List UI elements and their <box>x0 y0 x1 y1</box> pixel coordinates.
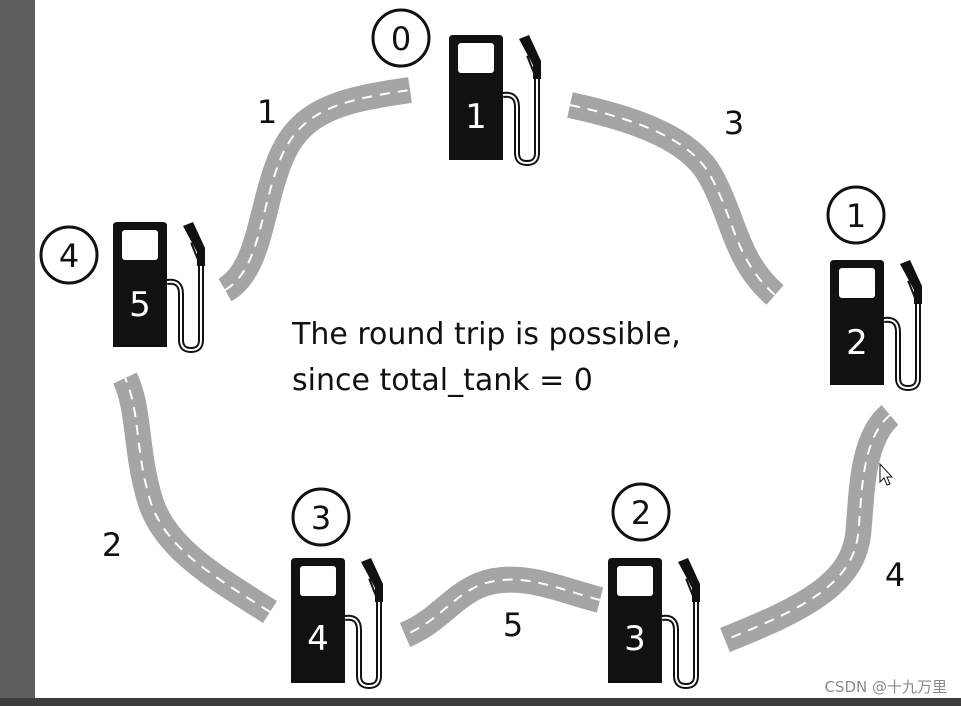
road-cost-label-4-to-0: 1 <box>257 93 277 131</box>
station-gas-label: 4 <box>307 619 329 659</box>
station-index-label: 1 <box>846 197 866 235</box>
station-index-circle <box>826 185 886 245</box>
caption-line-1: The round trip is possible, <box>292 317 681 352</box>
road-4-to-0 <box>217 77 412 302</box>
station-4: 4 5 <box>39 222 205 350</box>
road-cost-label-1-to-2: 4 <box>885 556 905 594</box>
mouse-cursor-icon <box>879 462 894 486</box>
watermark: CSDN @十九万里 <box>824 678 947 696</box>
gas-pump-icon <box>113 222 205 350</box>
station-1: 1 2 <box>826 185 922 388</box>
road-2-to-3 <box>399 566 604 647</box>
station-gas-label: 5 <box>129 285 151 325</box>
road-1-to-2 <box>720 405 900 653</box>
station-index-label: 3 <box>311 499 331 537</box>
road-cost-label-0-to-1: 3 <box>724 104 744 142</box>
gas-pump-icon <box>449 35 541 163</box>
roads <box>113 77 900 653</box>
station-index-circle <box>291 487 351 547</box>
station-gas-label: 3 <box>624 619 646 659</box>
station-gas-label: 1 <box>465 97 487 137</box>
station-gas-label: 2 <box>846 323 868 363</box>
gas-pump-icon <box>608 558 700 686</box>
station-index-circle <box>371 8 431 68</box>
road-0-to-1 <box>567 92 784 305</box>
station-0: 0 1 <box>371 8 541 163</box>
gas-pump-icon <box>830 260 922 388</box>
road-cost-label-2-to-3: 5 <box>503 606 523 644</box>
station-index-label: 2 <box>631 494 651 532</box>
station-3: 3 4 <box>291 487 383 686</box>
station-index-circle <box>39 225 99 285</box>
station-index-circle <box>611 482 671 542</box>
station-index-label: 4 <box>59 237 79 275</box>
station-2: 2 3 <box>608 482 700 686</box>
caption-line-2: since total_tank = 0 <box>292 363 593 398</box>
road-cost-label-3-to-4: 2 <box>102 526 122 564</box>
station-index-label: 0 <box>391 20 411 58</box>
bottom-bar <box>0 698 961 706</box>
road-3-to-4 <box>113 372 278 623</box>
caption: The round trip is possible, since total_… <box>292 312 681 404</box>
gas-pump-icon <box>291 558 383 686</box>
